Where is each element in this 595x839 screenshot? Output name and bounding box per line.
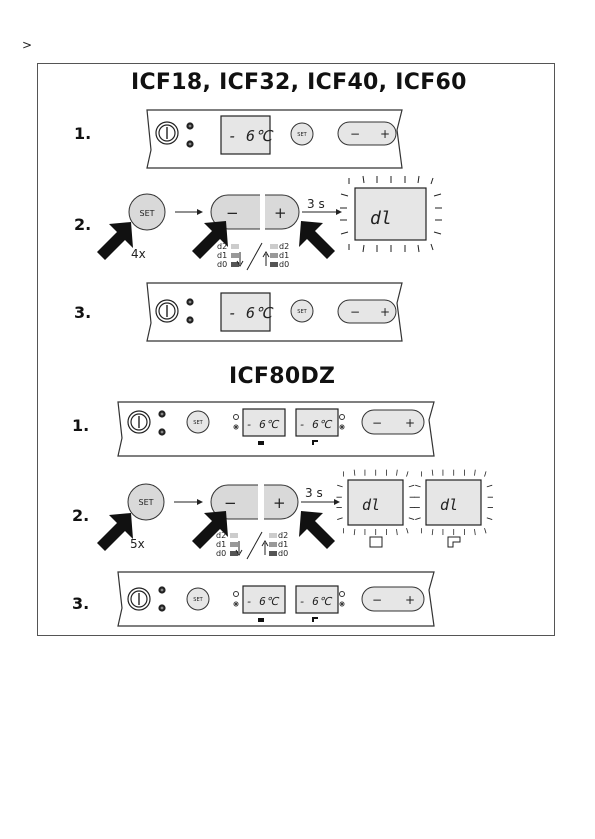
s1-step2-set-label: SET (139, 209, 154, 218)
s2-blink-display-right: dl (440, 496, 458, 514)
s1-step3-panel (147, 283, 402, 341)
s1-level-d1-left: d1 (217, 251, 227, 260)
s1-step2-plus: + (274, 204, 287, 222)
s2-level-d0-right: d0 (278, 549, 288, 558)
s1-step1-set-label: SET (297, 132, 307, 138)
s1-blink-display: dl (370, 208, 392, 229)
s2-press-count: 5x (130, 537, 145, 551)
s1-step1-panel (147, 110, 402, 168)
s1-level-d2-left: d2 (217, 242, 227, 251)
s1-step1-display: - 6℃ (228, 127, 274, 145)
s1-step1-plus: + (380, 127, 390, 141)
s2-level-d0-left: d0 (216, 549, 226, 558)
s1-step2-minus: − (226, 204, 239, 222)
s1-level-d1-right: d1 (279, 251, 289, 260)
s2-step2 (97, 470, 493, 559)
s2-step3-set-label: SET (193, 597, 203, 603)
s2-step1-display-right: - 6℃ (299, 418, 333, 431)
s2-step1-display-left: - 6℃ (246, 418, 280, 431)
s2-step1-minus: − (372, 416, 382, 430)
s2-blink-display-left: dl (362, 496, 380, 514)
s2-step3-display-left: - 6℃ (246, 595, 280, 608)
s2-step3-display-right: - 6℃ (299, 595, 333, 608)
s1-press-count: 4x (131, 247, 146, 261)
s1-step1-minus: − (350, 127, 360, 141)
s1-step3-display: - 6℃ (228, 304, 274, 322)
s1-hold-time: 3 s (307, 197, 325, 211)
s2-step2-set-label: SET (138, 498, 153, 507)
s2-hold-time: 3 s (305, 486, 323, 500)
s2-level-d1-right: d1 (278, 540, 288, 549)
s1-level-d0-left: d0 (217, 260, 227, 269)
s2-step1-plus: + (405, 416, 415, 430)
s1-step3-minus: − (350, 305, 360, 319)
s1-level-d0-right: d0 (279, 260, 289, 269)
s1-step3-plus: + (380, 305, 390, 319)
s1-step3-set-label: SET (297, 309, 307, 315)
s2-step1-set-label: SET (193, 420, 203, 426)
s2-level-d2-right: d2 (278, 531, 288, 540)
s2-step3-minus: − (372, 593, 382, 607)
s2-step2-plus: + (273, 494, 286, 512)
s1-level-d2-right: d2 (279, 242, 289, 251)
s2-level-d2-left: d2 (216, 531, 226, 540)
s2-level-d1-left: d1 (216, 540, 226, 549)
s2-step2-minus: − (224, 494, 237, 512)
s2-step3-plus: + (405, 593, 415, 607)
